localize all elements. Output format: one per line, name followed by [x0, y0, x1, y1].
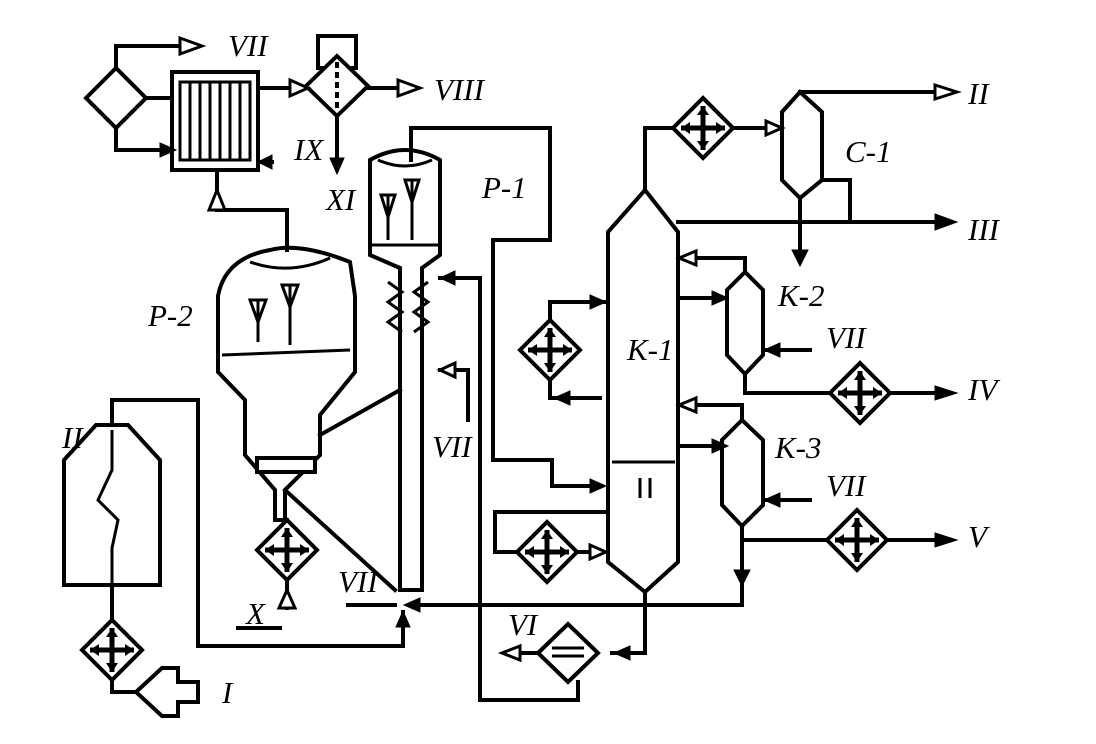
label-VII-riser: VII: [432, 429, 473, 464]
separator-C1: [780, 89, 824, 201]
label-IX: IX: [293, 132, 324, 167]
label-IV: IV: [967, 372, 1000, 407]
label-XI: XI: [324, 182, 357, 217]
label-P1: P-1: [481, 170, 527, 205]
process-lines: [110, 44, 942, 702]
label-C1: C-1: [845, 134, 892, 169]
label-K3: K-3: [774, 430, 822, 465]
cooler-VI: [535, 621, 601, 685]
label-II: II: [967, 76, 990, 111]
label-VII-K2: VII: [826, 320, 867, 355]
cooler-IV: [830, 363, 890, 423]
labels: P-1 P-2 K-1 K-2 K-3 C-1 I II II III IV V…: [61, 28, 1001, 710]
label-VI: VI: [508, 607, 539, 642]
stripper-K2: [725, 269, 765, 377]
reactor-P1: [368, 148, 442, 592]
label-VIII: VIII: [434, 72, 486, 107]
label-K2: K-2: [777, 278, 825, 313]
flue-gas-box: [83, 65, 149, 131]
overhead-condenser: [673, 98, 733, 158]
label-III: III: [967, 212, 1001, 247]
flow-arrows: [159, 35, 962, 663]
electrofilter: [303, 34, 371, 119]
furnace: [62, 423, 162, 600]
label-I: I: [221, 675, 234, 710]
label-VII-bottom: VII: [338, 564, 379, 599]
cooler-V: [827, 510, 887, 570]
regenerator-P2: [216, 245, 357, 522]
label-X: X: [244, 596, 266, 631]
regenerator-heat-exchanger: [257, 520, 317, 580]
stripper-K3: [720, 417, 765, 529]
K1-pumparound-cooler: [520, 320, 580, 380]
label-K1: K-1: [626, 332, 674, 367]
label-V: V: [968, 519, 990, 554]
label-P2: P-2: [147, 298, 193, 333]
K1-bottom-exchanger: [517, 522, 577, 582]
label-VII-top: VII: [228, 28, 269, 63]
column-K1: [606, 186, 680, 595]
label-VII-K3: VII: [826, 468, 867, 503]
waste-heat-boiler: [170, 70, 260, 172]
feed-heat-exchanger: [82, 620, 142, 680]
boiler-tubes: [178, 80, 252, 162]
feed-pump: [133, 666, 200, 718]
label-II-furnace: II: [61, 420, 84, 455]
